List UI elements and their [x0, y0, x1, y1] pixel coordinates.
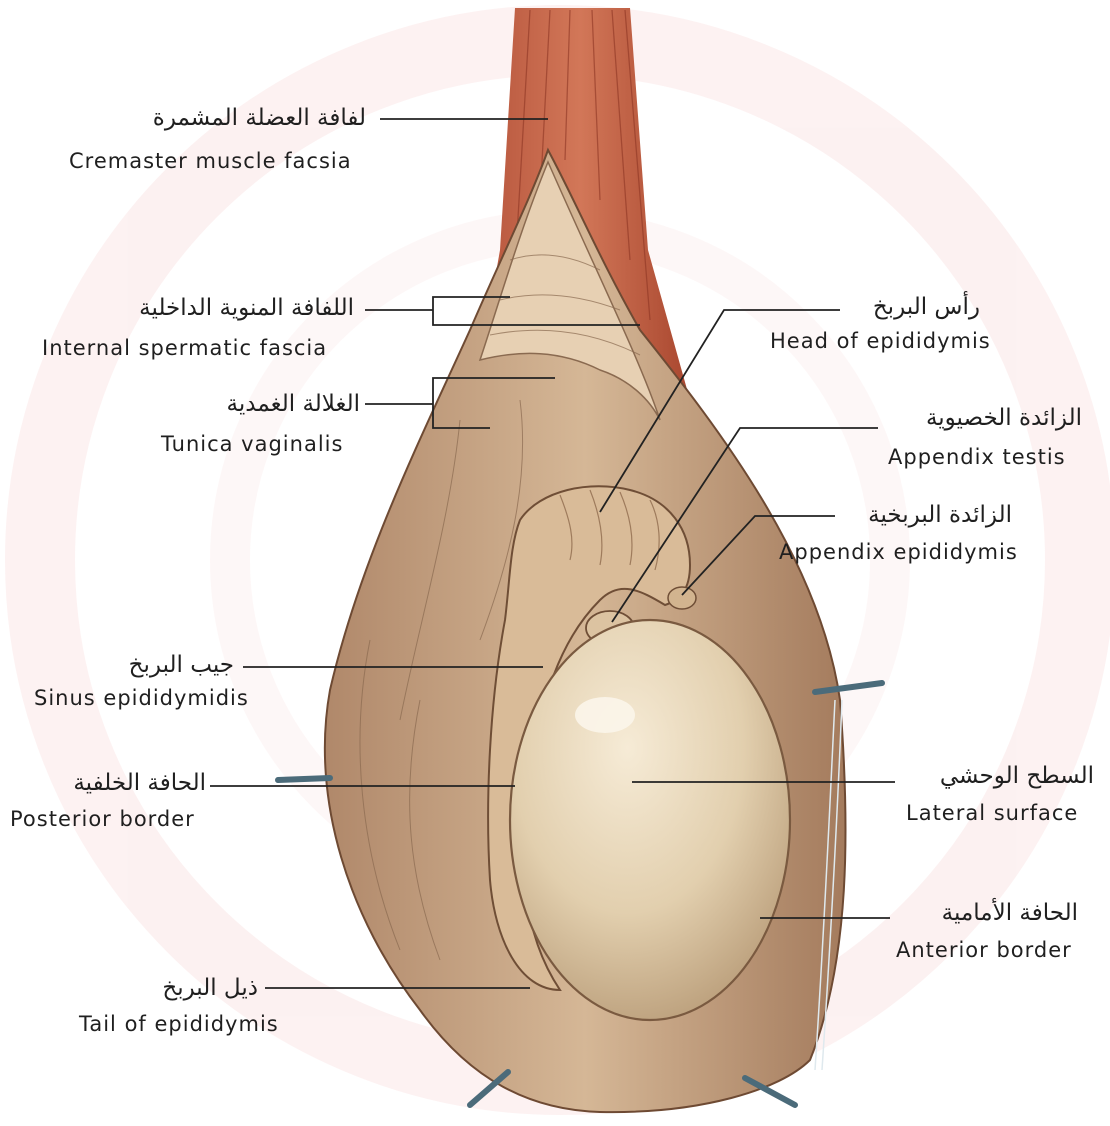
- tail-label-en: Tail of epididymis: [79, 1014, 323, 1035]
- appendix-testis-label-ar: الزائدة الخصيوية: [884, 407, 1082, 430]
- cremaster-label-ar: لفافة العضلة المشمرة: [104, 107, 366, 130]
- anterior-border-label-ar: الحافة الأمامية: [896, 902, 1078, 925]
- cremaster-label-en: Cremaster muscle facsia: [69, 151, 399, 172]
- head-label-ar: رأس البربخ: [850, 296, 980, 319]
- internal-spermatic-label-en: Internal spermatic fascia: [42, 338, 376, 359]
- testis-highlight: [575, 697, 635, 733]
- appendix-testis-label-en: Appendix testis: [888, 447, 1100, 468]
- sinus-label-ar: جيب البربخ: [110, 654, 234, 677]
- tunica-vaginalis-label-en: Tunica vaginalis: [161, 434, 377, 455]
- internal-spermatic-label-ar: اللفافة المنوية الداخلية: [76, 297, 354, 320]
- head-label-en: Head of epididymis: [770, 331, 1036, 352]
- appendix-epididymis: [668, 587, 696, 609]
- posterior-border-label-ar: الحافة الخلفية: [42, 772, 206, 795]
- appendix-epididymis-label-en: Appendix epididymis: [779, 542, 1069, 563]
- lateral-surface-label-ar: السطح الوحشي: [900, 765, 1094, 788]
- anterior-border-label-en: Anterior border: [896, 940, 1104, 961]
- lateral-surface-label-en: Lateral surface: [906, 803, 1104, 824]
- tail-label-ar: ذيل البربخ: [146, 977, 258, 1000]
- tunica-vaginalis-label-ar: الغلالة الغمدية: [182, 393, 360, 416]
- testis: [510, 620, 790, 1020]
- sinus-label-en: Sinus epididymidis: [34, 688, 294, 709]
- appendix-epididymis-label-ar: الزائدة البربخية: [840, 504, 1012, 527]
- posterior-border-label-en: Posterior border: [10, 809, 232, 830]
